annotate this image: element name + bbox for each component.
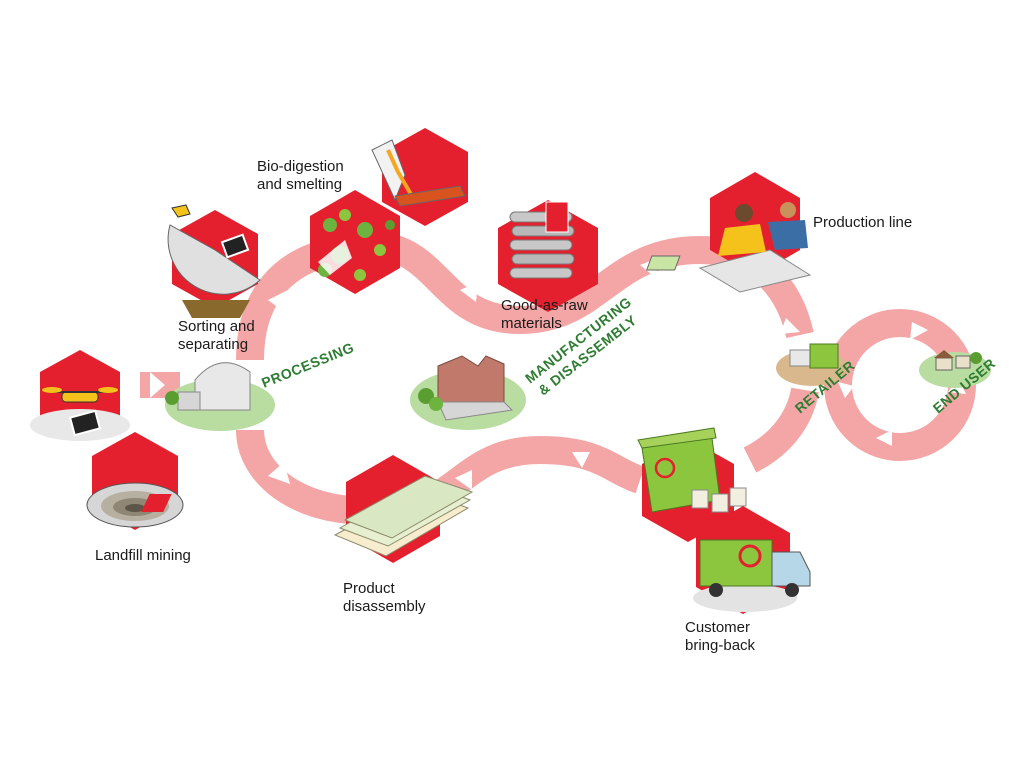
label-production-line1: Production line bbox=[813, 214, 913, 231]
flow-processing-bottom bbox=[236, 429, 352, 524]
drone-icon bbox=[42, 387, 118, 437]
hex-good-as-raw bbox=[498, 200, 598, 312]
hex-bio-digestion bbox=[310, 190, 400, 294]
flow-bringback-to-retailer bbox=[743, 387, 819, 473]
label-sorting-separating: Sorting and separating bbox=[178, 318, 255, 354]
landfill-pit-icon bbox=[86, 482, 184, 528]
raw-materials-icon bbox=[509, 201, 575, 279]
hex-sorting bbox=[167, 204, 261, 318]
label-bio-line1: Bio-digestion bbox=[257, 158, 344, 175]
hex-landfill-drone bbox=[30, 350, 130, 441]
label-sorting-line2: separating bbox=[178, 336, 249, 353]
label-disassembly-line1: Product bbox=[343, 580, 395, 597]
label-disassembly-line2: disassembly bbox=[343, 598, 426, 615]
garbage-truck-icon bbox=[699, 539, 811, 597]
hex-bring-back-bin bbox=[637, 427, 747, 542]
hex-production-line bbox=[646, 172, 812, 293]
label-good-as-raw: Good-as-raw materials bbox=[501, 297, 588, 333]
label-sorting-line1: Sorting and bbox=[178, 318, 255, 335]
stage-processing-label: PROCESSING bbox=[259, 339, 356, 391]
bio-digestion-icon bbox=[318, 209, 395, 281]
label-bringback-line1: Customer bbox=[685, 619, 751, 636]
factory-icon bbox=[165, 362, 251, 411]
label-raw-line2: materials bbox=[501, 315, 562, 332]
hex-smelting bbox=[371, 128, 468, 226]
hex-product-disassembly bbox=[141, 455, 474, 563]
sorting-drum-icon bbox=[167, 204, 261, 318]
label-bio-digestion: Bio-digestion and smelting bbox=[257, 158, 344, 194]
label-landfill-mining-line1: Landfill mining bbox=[95, 547, 191, 564]
label-production-line: Production line bbox=[813, 214, 912, 232]
shop-icon bbox=[789, 343, 839, 369]
label-product-disassembly: Product disassembly bbox=[343, 580, 426, 616]
label-bio-line2: and smelting bbox=[257, 176, 343, 193]
smelting-icon bbox=[371, 139, 466, 207]
label-raw-line1: Good-as-raw bbox=[501, 297, 588, 314]
circuit-board-icon bbox=[141, 475, 474, 557]
hex-bring-back-truck bbox=[693, 506, 811, 614]
label-landfill-mining: Landfill mining bbox=[95, 547, 191, 565]
workers-icon bbox=[646, 202, 812, 293]
island-retailer bbox=[776, 343, 848, 386]
island-end-user bbox=[919, 350, 991, 388]
label-bringback-line2: bring-back bbox=[685, 637, 756, 654]
house-icon bbox=[934, 350, 982, 371]
hex-landfill-pit bbox=[86, 432, 184, 530]
island-manufacturing bbox=[410, 355, 526, 430]
island-processing bbox=[165, 362, 275, 431]
recycling-bin-icon bbox=[637, 427, 747, 513]
label-customer-bring-back: Customer bring-back bbox=[685, 619, 755, 655]
